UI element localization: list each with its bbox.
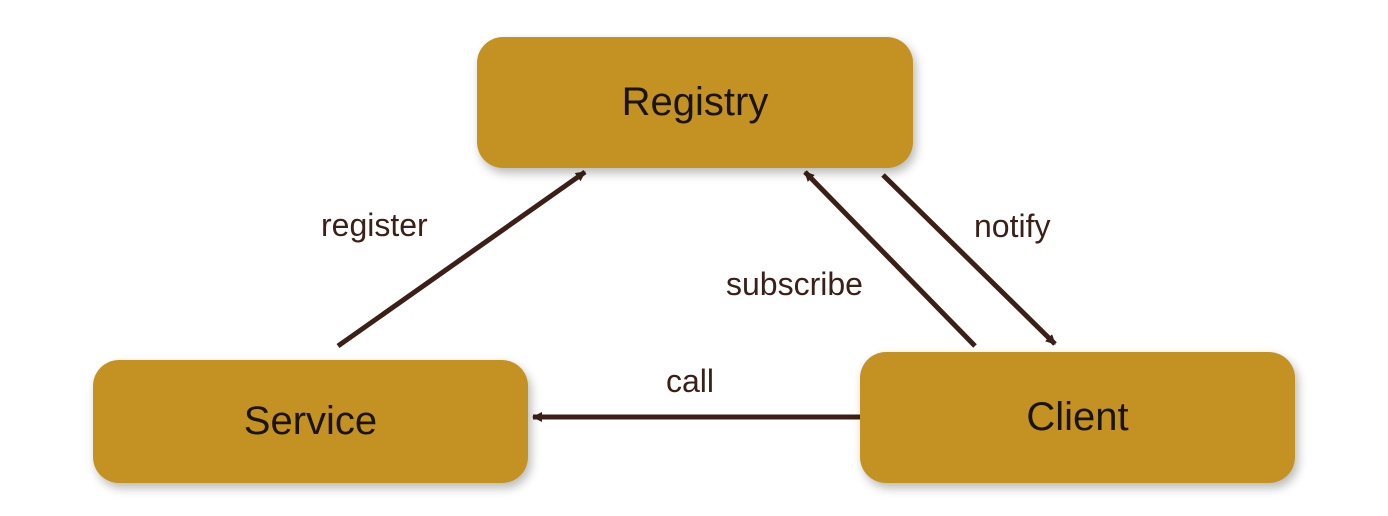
service-node: Service — [93, 360, 528, 483]
notify-arrow — [881, 173, 1057, 346]
call-label: call — [666, 363, 715, 399]
client-label: Client — [1026, 395, 1129, 439]
register-label: register — [321, 207, 428, 243]
client-node: Client — [860, 352, 1295, 483]
registry-node: Registry — [477, 37, 913, 168]
subscribe-label: subscribe — [726, 266, 863, 302]
registry-label: Registry — [621, 80, 769, 124]
subscribe-arrow — [803, 170, 977, 348]
notify-label: notify — [974, 208, 1051, 244]
register-arrow — [336, 169, 587, 349]
service-label: Service — [243, 399, 378, 443]
